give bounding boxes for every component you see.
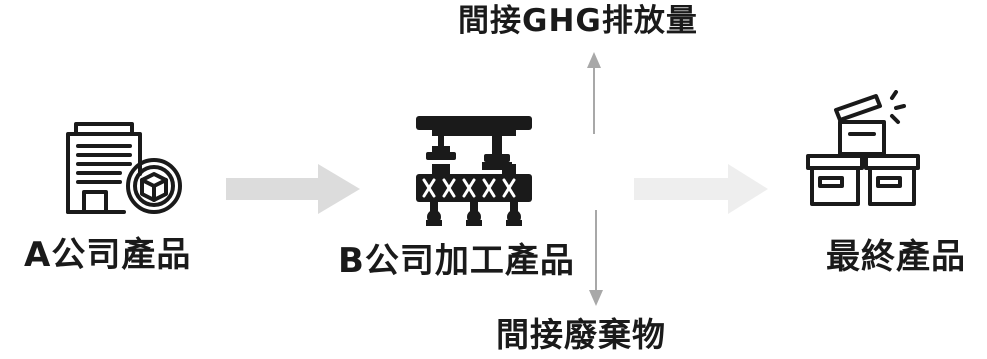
factory-conveyor-icon [416,116,532,226]
indirect-waste-label: 間接廢棄物 [496,315,666,354]
indirect-ghg-label: 間接GHG排放量 [458,3,698,39]
final-product-label: 最終產品 [826,237,966,277]
up-arrow-ghg [587,52,601,134]
office-building-box-icon [66,122,182,214]
stacked-boxes-icon [806,90,920,206]
arrow-b-to-final [634,164,768,214]
company-a-product-label: A公司產品 [24,235,192,275]
company-b-processed-product-label: B公司加工產品 [338,241,575,281]
arrow-a-to-b [226,164,360,214]
down-arrow-waste [589,210,603,306]
